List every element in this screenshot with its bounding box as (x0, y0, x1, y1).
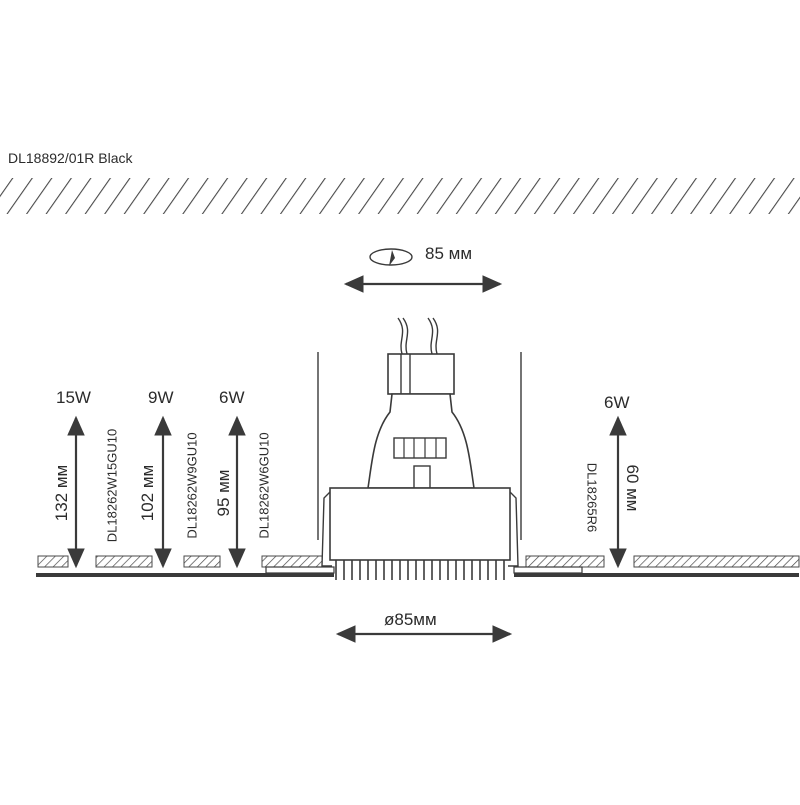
watt-label-15w: 15W (56, 388, 91, 407)
heat-sink-fins (335, 560, 505, 580)
top-dimension-arrow (343, 248, 503, 293)
false-ceiling (36, 555, 800, 577)
watt-label-6w: 6W (219, 388, 245, 407)
depth-label-6w: 95 мм (214, 469, 233, 517)
depth-label-right-6w: 60 мм (623, 464, 642, 512)
ceiling-slab (0, 178, 800, 214)
rotation-icon (369, 248, 413, 266)
bottom-dimension-label: ø85мм (384, 610, 437, 629)
model-label-right-6w: DL18265R6 (584, 462, 600, 533)
watt-label-9w: 9W (148, 388, 174, 407)
model-label-15w: DL18262W15GU10 (104, 428, 120, 543)
watt-label-right-6w: 6W (604, 393, 630, 412)
luminaire (317, 317, 522, 580)
model-label-6w: DL18262W6GU10 (256, 432, 272, 539)
product-title: DL18892/01R Black (8, 150, 133, 166)
depth-arrows (67, 415, 627, 569)
depth-label-15w: 132 мм (52, 464, 71, 522)
depth-label-9w: 102 мм (138, 464, 157, 522)
top-dimension-label: 85 мм (425, 244, 473, 263)
model-label-9w: DL18262W9GU10 (184, 432, 200, 539)
